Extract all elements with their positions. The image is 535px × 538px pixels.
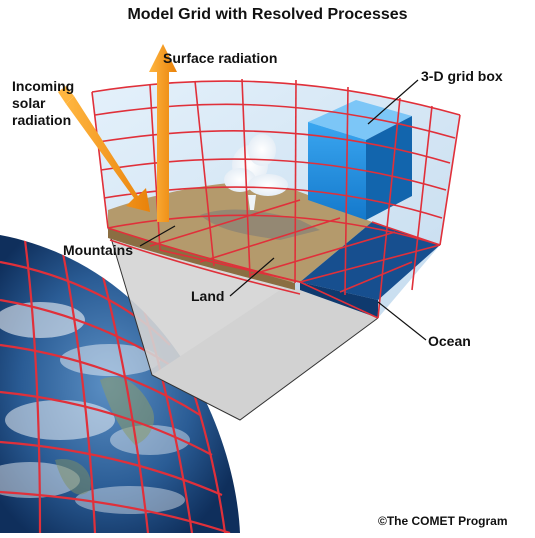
cloud-shadow [200, 209, 320, 240]
surface-radiation-label: Surface radiation [163, 50, 278, 66]
globe [0, 235, 240, 533]
incoming-solar-label: Incoming solar radiation [12, 78, 75, 128]
leader-lines [139, 79, 427, 341]
ocean-label: Ocean [428, 333, 471, 349]
mountains-label: Mountains [63, 242, 133, 258]
cloud [224, 134, 288, 210]
grid-box-label: 3-D grid box [421, 68, 503, 84]
incoming-solar-arrow [58, 86, 150, 212]
land-label: Land [191, 288, 225, 304]
projection-wedge [108, 228, 378, 420]
ocean-surface [300, 222, 440, 300]
credit-label: ©The COMET Program [378, 514, 508, 528]
model-grid-lines [91, 78, 461, 319]
diagram-title: Model Grid with Resolved Processes [127, 6, 408, 23]
grid-box-3d [308, 100, 412, 220]
projection-outline [107, 227, 379, 421]
surface-radiation-arrow [149, 44, 177, 222]
globe-clouds [0, 302, 190, 514]
